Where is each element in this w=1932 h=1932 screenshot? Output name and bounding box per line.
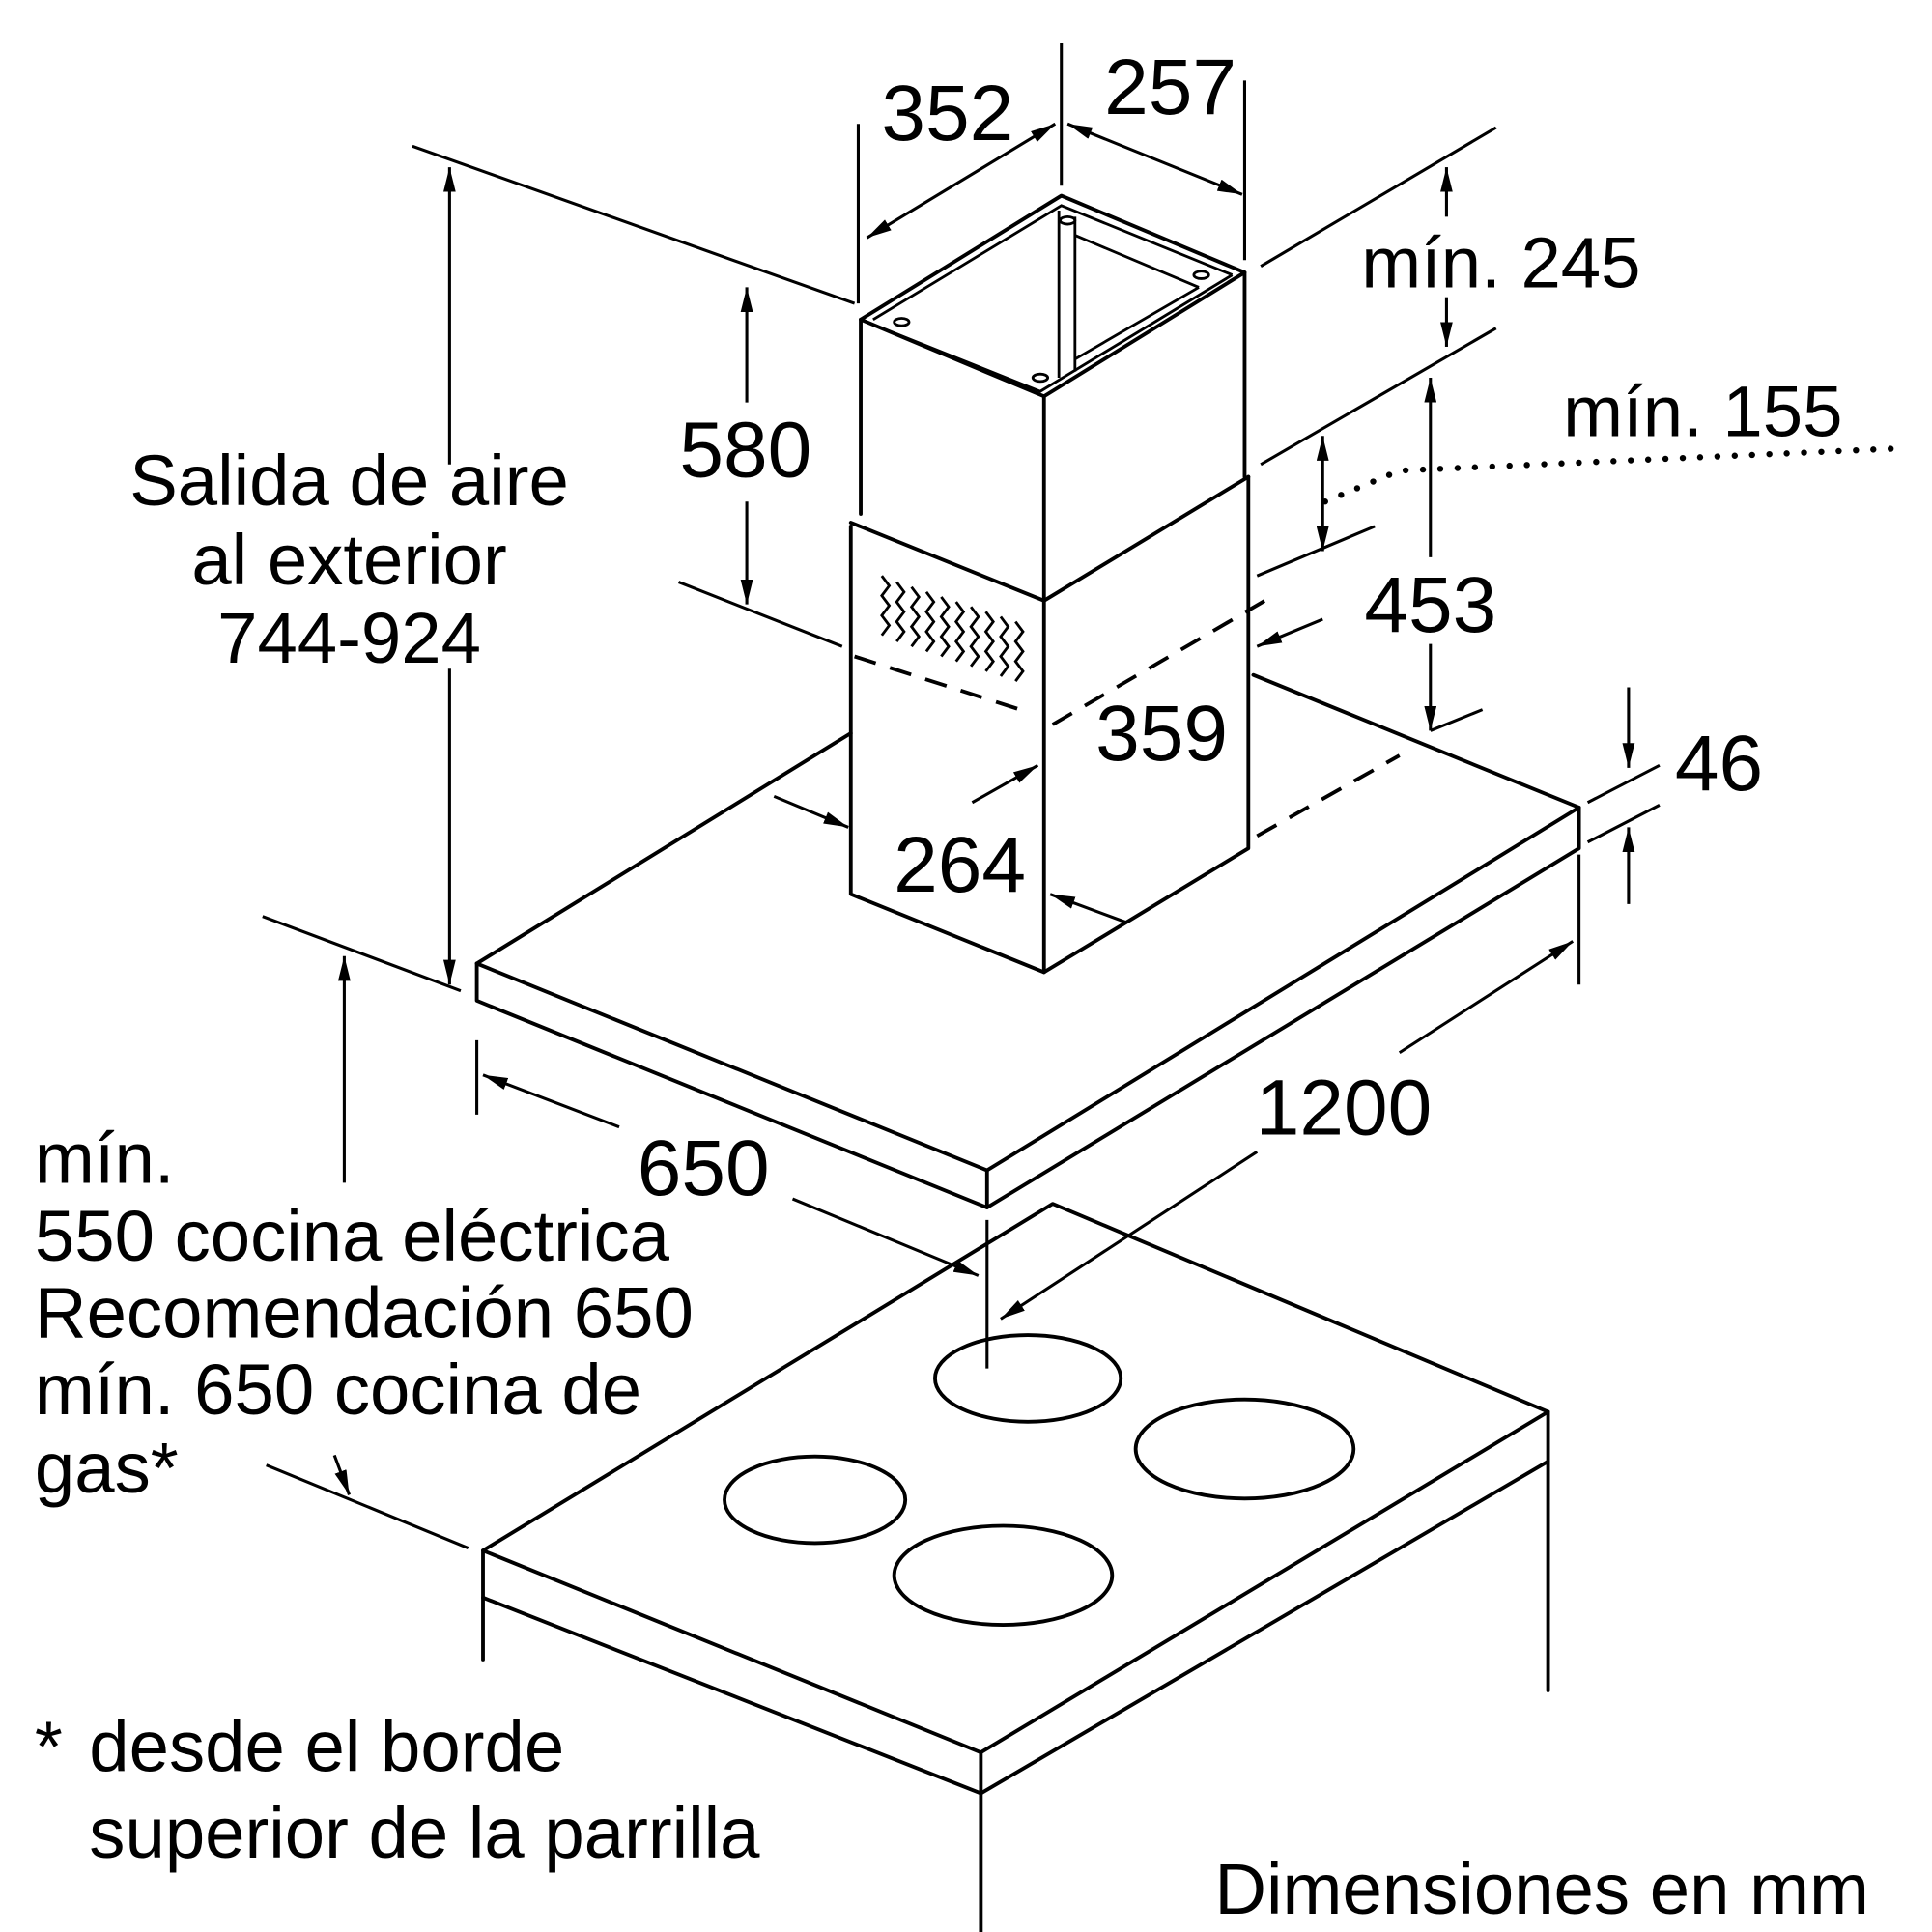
svg-text:*: * (35, 1706, 63, 1786)
dim-1200: 1200 (1256, 1064, 1433, 1151)
burner (892, 1523, 1115, 1627)
dim-264: 264 (894, 821, 1026, 909)
svg-text:al exterior: al exterior (191, 520, 506, 600)
svg-text:Recomendación 650: Recomendación 650 (35, 1273, 694, 1353)
dim-453: 453 (1364, 561, 1496, 649)
burner (933, 1333, 1123, 1424)
burner (1133, 1397, 1356, 1501)
svg-text:mín.: mín. (35, 1118, 175, 1198)
svg-text:550 cocina eléctrica: 550 cocina eléctrica (35, 1196, 670, 1276)
dim-352: 352 (881, 70, 1013, 157)
cooktop (481, 1202, 1550, 1932)
dim-359: 359 (1095, 690, 1228, 778)
clearance-note: mín. 550 cocina eléctrica Recomendación … (35, 1118, 694, 1508)
svg-text:desde el borde: desde el borde (89, 1706, 564, 1786)
burner (723, 1454, 908, 1546)
svg-text:744-924: 744-924 (217, 598, 481, 678)
air-outlet-label: Salida de aire al exterior 744-924 (129, 440, 569, 678)
dimension-lines (262, 43, 1905, 1549)
dim-257: 257 (1104, 43, 1236, 131)
upper-chimney (859, 193, 1247, 603)
dim-580: 580 (679, 407, 811, 495)
vent-grille (880, 575, 1025, 682)
dim-min-155: mín. 155 (1563, 371, 1842, 451)
hood-canopy (474, 672, 1581, 1209)
svg-text:mín. 650 cocina de: mín. 650 cocina de (35, 1350, 641, 1430)
svg-text:superior de la parrilla: superior de la parrilla (89, 1793, 760, 1873)
dim-min-245: mín. 245 (1361, 222, 1640, 302)
svg-text:gas*: gas* (35, 1428, 179, 1508)
dim-650: 650 (638, 1124, 770, 1212)
units-label: Dimensiones en mm (1214, 1849, 1869, 1929)
footnote: * desde el borde superior de la parrilla (35, 1706, 760, 1873)
svg-text:Salida de aire: Salida de aire (129, 440, 569, 521)
dim-46: 46 (1675, 720, 1763, 808)
